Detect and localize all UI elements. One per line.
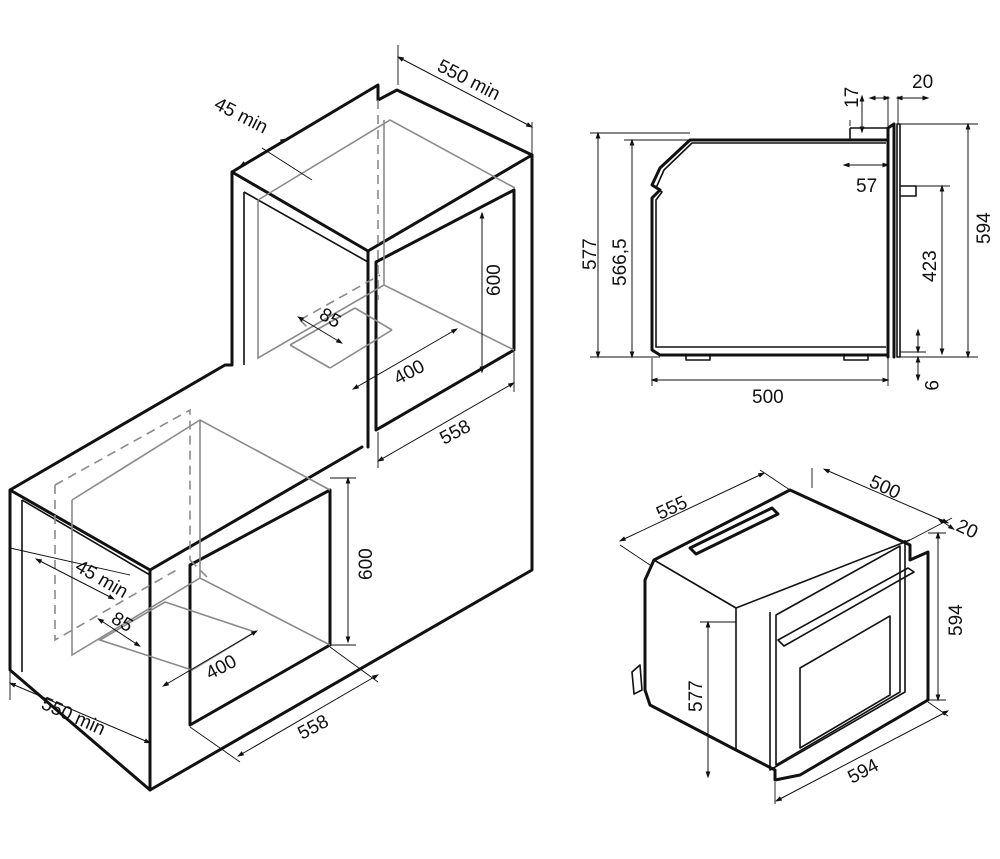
inner-height-label: 566,5: [610, 238, 631, 286]
upper-cabinet-edges: [230, 153, 534, 449]
upper-depth-min-label: 550 min: [434, 56, 504, 105]
iso-20-dimline: [937, 518, 955, 530]
upper-height-label: 600: [484, 264, 505, 296]
lower-gap-dimline: [34, 558, 116, 600]
lower-height-label: 600: [356, 548, 377, 580]
upper-vent-width-dimline: [351, 328, 459, 390]
lower-width-ext-a: [189, 726, 241, 763]
lower-hidden-lines: [54, 408, 211, 642]
upper-niche-opening: [243, 191, 369, 365]
iso-door-thickness-label: 20: [953, 515, 981, 543]
isometric-oven-view: 555 500 20 594 577 594: [618, 468, 981, 804]
iso-front-width-label: 594: [844, 755, 882, 789]
cabinet-drawing: 550 min 45 min 600 85 400 558 600 45 min…: [8, 45, 534, 792]
body-depth-label: 500: [752, 387, 784, 408]
oven-handle: [777, 567, 915, 647]
iso-front-height-label: 594: [946, 604, 967, 636]
upper-width-label: 558: [436, 416, 474, 449]
iso-555-dimline: [618, 472, 766, 542]
lower-width-dimline: [236, 674, 380, 757]
upper-width-dimline: [376, 382, 516, 462]
panel-offset-label: 57: [856, 176, 877, 197]
oven-side-body: [650, 138, 890, 357]
lower-niche-opening: [21, 499, 151, 672]
door-panel: [896, 123, 901, 358]
iso-body-width-label: 500: [866, 471, 904, 503]
upper-niche-inner-edge: [374, 188, 516, 432]
lower-depth-dimline: [8, 682, 152, 744]
total-height-label: 594: [974, 212, 995, 244]
upper-depth-dimline: [396, 56, 534, 128]
lower-depth-min-label: 550 min: [38, 693, 108, 740]
iso-500-dimline: [822, 468, 950, 524]
upper-gap-dimline: [238, 138, 288, 167]
lower-vent-depth-dimline: [97, 618, 141, 647]
iso-594h-dimline: [774, 710, 950, 802]
lower-vent-width-dimline: [161, 630, 259, 687]
oven-front-frame: [769, 540, 906, 771]
front-thickness-label: 17: [842, 87, 863, 108]
bottom-gap-label: 9: [920, 380, 941, 391]
handle-height-label: 423: [920, 250, 941, 282]
upper-gap-ext: [261, 147, 313, 181]
iso-20-ext: [909, 517, 953, 541]
handle-stub: [900, 185, 917, 197]
feet: [685, 355, 869, 361]
oven-iso-top-edge: [653, 539, 911, 750]
lower-niche-inner-edge: [188, 488, 332, 727]
iso-body-depth-label: 555: [653, 492, 691, 524]
door-thickness-label: 20: [912, 72, 933, 93]
lower-width-label: 558: [294, 711, 332, 744]
cabinet-outline: [8, 83, 534, 792]
iso-555-ext-a: [619, 544, 651, 566]
front-panel: [886, 122, 896, 359]
iso-594h-ext-b: [927, 701, 949, 717]
side-profile-view: 577 566,5 17 20 57 423 594 9 500: [580, 72, 995, 408]
lower-gap-min-label: 45 min: [72, 556, 132, 603]
body-height-label: 577: [580, 238, 601, 270]
oven-window: [799, 615, 891, 749]
rear-step: [849, 127, 889, 140]
upper-vent-width-label: 400: [390, 356, 428, 389]
iso-555-ext-b: [759, 469, 791, 491]
oven-door: [775, 545, 901, 766]
oven-side-inner: [655, 142, 886, 348]
upper-vent-depth-dimline: [296, 316, 344, 344]
lower-vent-width-label: 400: [202, 651, 240, 684]
upper-gap-min-label: 45 min: [211, 94, 271, 139]
side-plug: [631, 664, 643, 695]
iso-body-height-label: 577: [686, 680, 707, 712]
top-vent-slot: [688, 506, 780, 556]
